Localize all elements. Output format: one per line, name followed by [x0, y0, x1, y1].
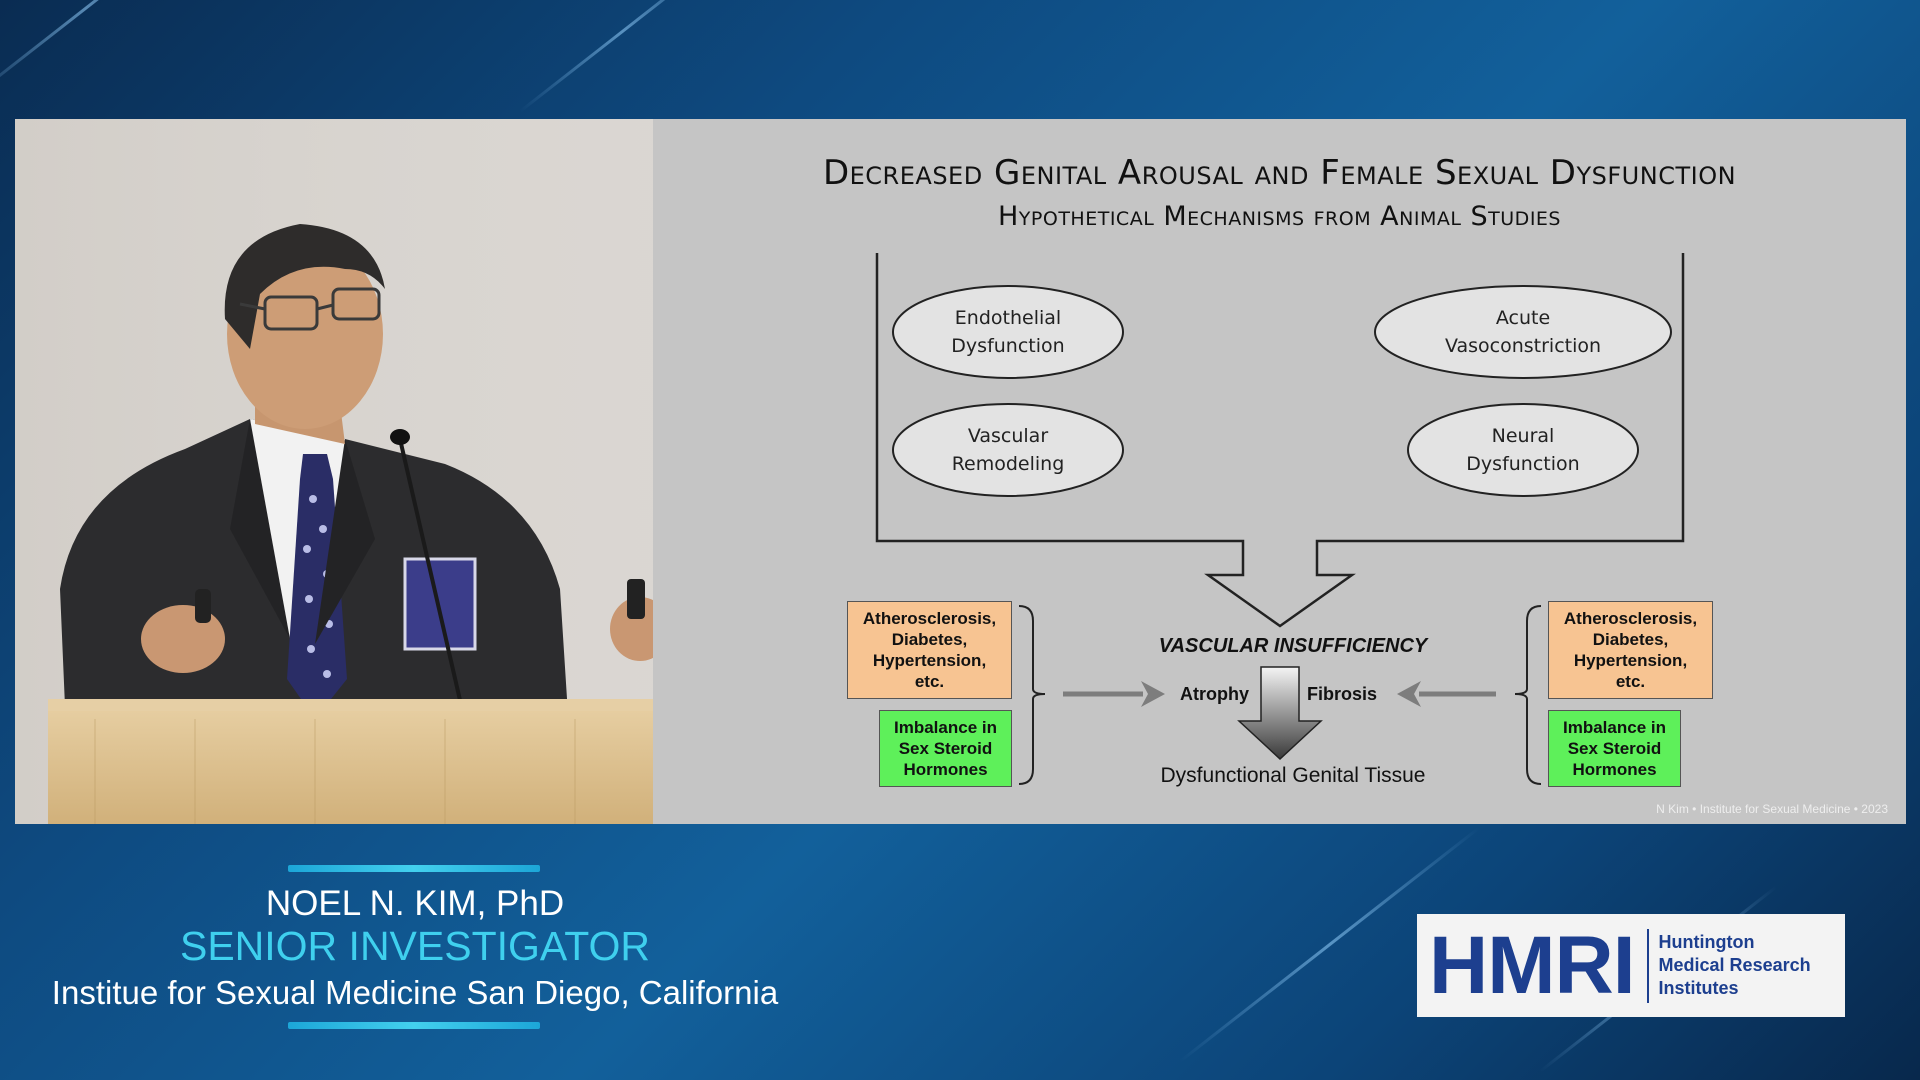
right-hormone-box: Imbalance in Sex Steroid Hormones [1548, 710, 1681, 787]
container-bracket [875, 253, 1685, 628]
presenter-affiliation: Institue for Sexual Medicine San Diego, … [51, 974, 779, 1011]
lower-third-bottom-bar [288, 1022, 540, 1029]
slide-title: Decreased Genital Arousal and Female Sex… [822, 153, 1737, 193]
mechanism-endothelial: Endothelial Dysfunction [951, 307, 1065, 357]
ellipse-vascular-remodeling [892, 403, 1124, 497]
right-brace [1514, 605, 1542, 785]
hmri-logo: HMRI Huntington Medical Research Institu… [1417, 914, 1845, 1017]
mechanism-vascular-remodeling: Vascular Remodeling [951, 425, 1065, 475]
mechanism-diagram [875, 253, 1685, 785]
presenter-name: NOEL N. KIM, PhD [265, 884, 565, 923]
left-hormone-box: Imbalance in Sex Steroid Hormones [879, 710, 1012, 787]
logo-wordmark: Huntington Medical Research Institutes [1658, 932, 1811, 998]
logo-divider [1646, 928, 1649, 1003]
presenter-title: SENIOR INVESTIGATOR [179, 923, 651, 969]
atrophy-label: Atrophy [1180, 684, 1249, 704]
logo-mark: HMRI [1429, 919, 1636, 1011]
fibrosis-label: Fibrosis [1307, 684, 1378, 704]
down-arrow [1237, 666, 1323, 761]
vascular-insufficiency-label: VASCULAR INSUFFICIENCY [1158, 635, 1428, 657]
slide-subtitle: Hypothetical Mechanisms from Animal Stud… [998, 201, 1561, 232]
speaker-illustration [15, 119, 653, 824]
left-risk-factors-box: Atherosclerosis, Diabetes, Hypertension,… [847, 601, 1012, 699]
ellipse-endothelial [892, 285, 1124, 379]
outcome-label: Dysfunctional Genital Tissue [1160, 764, 1426, 787]
speaker-video [15, 119, 653, 824]
presentation-slide: Decreased Genital Arousal and Female Sex… [653, 119, 1906, 824]
slide-footer: N Kim • Institute for Sexual Medicine • … [1656, 802, 1888, 816]
lower-third-top-bar [288, 865, 540, 872]
ellipse-neural [1407, 403, 1639, 497]
left-arrow-head [1141, 681, 1165, 707]
mechanism-vasoconstriction: Acute Vasoconstriction [1444, 307, 1602, 357]
background-streak [0, 0, 214, 108]
background-streak [519, 0, 726, 113]
right-arrow-head [1397, 681, 1421, 707]
right-risk-factors-box: Atherosclerosis, Diabetes, Hypertension,… [1548, 601, 1713, 699]
left-brace [1018, 605, 1046, 785]
mechanism-neural: Neural Dysfunction [1466, 425, 1580, 475]
ellipse-vasoconstriction [1374, 285, 1672, 379]
